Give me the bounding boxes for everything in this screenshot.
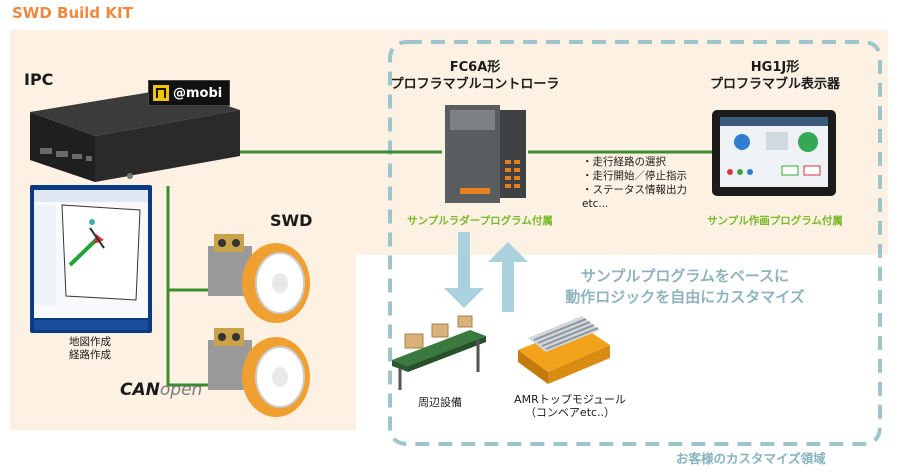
canopen-can: CAN: [120, 380, 160, 400]
amr-module: [518, 316, 610, 384]
display-label-2: プロフラマブル表示器: [709, 77, 840, 92]
peripheral-label: 周辺設備: [418, 396, 462, 409]
customize-area-label: お客様のカスタマイズ領域: [676, 451, 826, 466]
canopen-logo: CANopen: [120, 380, 202, 400]
function-item: ・走行経路の選択: [582, 156, 666, 168]
amr-label-2: （コンベアetc..）: [524, 406, 616, 419]
mobi-logo-icon: [153, 85, 169, 101]
down-arrow: [444, 232, 484, 308]
peripheral-conveyor: [392, 315, 486, 390]
map-tablet: [30, 185, 152, 333]
function-item: etc...: [582, 198, 609, 210]
customize-area-border: [388, 40, 882, 446]
mobi-logo: @mobi: [148, 80, 230, 106]
customize-line-1: サンプルプログラムをベースに: [580, 267, 790, 285]
amr-label-1: AMRトップモジュール: [514, 393, 626, 406]
controller-note: サンプルラダープログラム付属: [407, 215, 553, 227]
function-item: ・ステータス情報出力: [582, 184, 687, 196]
function-list: ・走行経路の選択 ・走行開始／停止指示 ・ステータス情報出力 etc...: [582, 155, 687, 211]
controller-label-2: プロフラマブルコントローラ: [390, 77, 560, 92]
mobi-logo-text: @mobi: [173, 85, 223, 101]
display-note: サンプル作画プログラム付属: [707, 215, 843, 227]
map-caption-1: 地図作成: [69, 336, 111, 348]
can-bus-line: [166, 186, 210, 387]
swd-label: SWD: [270, 211, 313, 230]
canopen-open: open: [159, 380, 203, 400]
ipc-label: IPC: [24, 70, 54, 89]
swd-unit-2: [208, 328, 310, 417]
display-label-1: HG1J形: [750, 60, 800, 75]
function-item: ・走行開始／停止指示: [582, 170, 687, 182]
display-device: [712, 110, 836, 196]
controller-label-1: FC6A形: [449, 60, 501, 75]
kit-title: SWD Build KIT: [12, 4, 133, 22]
controller-device: [445, 105, 526, 203]
customize-line-2: 動作ロジックを自由にカスタマイズ: [565, 288, 805, 306]
swd-unit-1: [208, 234, 310, 323]
map-caption-2: 経路作成: [69, 349, 111, 361]
up-arrow: [488, 242, 528, 312]
